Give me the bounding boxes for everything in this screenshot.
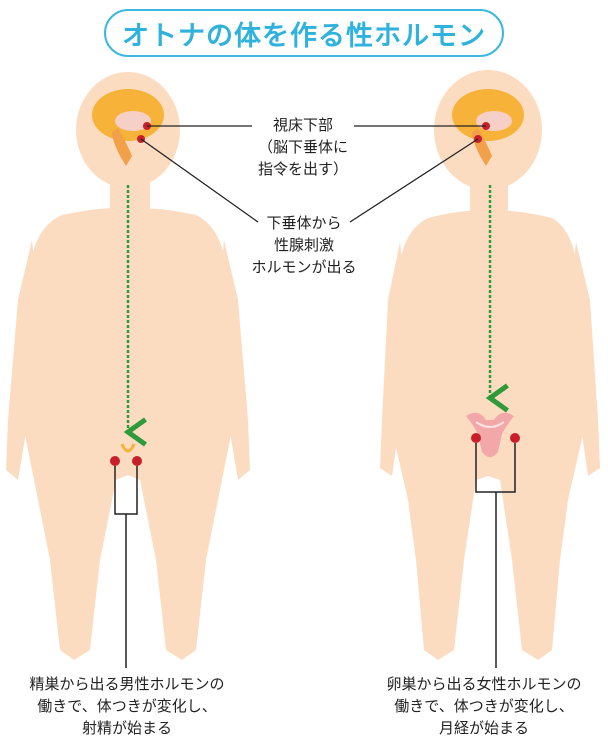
male-testis-right: [132, 456, 142, 466]
female-ovary-right: [510, 433, 520, 443]
female-ovary-left: [471, 433, 481, 443]
male-testis-left: [110, 456, 120, 466]
hypothalamus-label: 視床下部 （脳下垂体に 指令を出す）: [250, 114, 356, 180]
pituitary-label: 下垂体から 性腺刺激 ホルモンが出る: [244, 212, 364, 278]
male-caption: 精巣から出る男性ホルモンの 働きで、体つきが変化し、 射精が始まる: [0, 673, 254, 739]
female-caption: 卵巣から出る女性ホルモンの 働きで、体つきが変化し、 月経が始まる: [360, 673, 608, 739]
pituitary-leader-right: [350, 139, 478, 222]
